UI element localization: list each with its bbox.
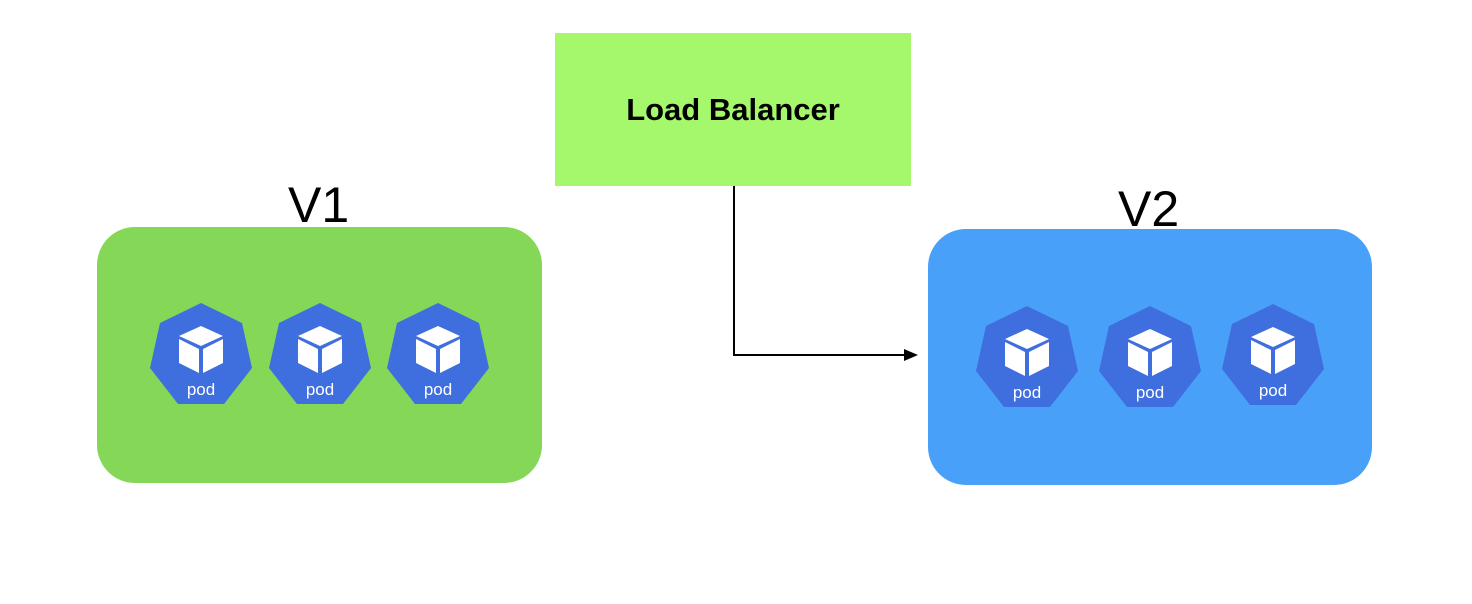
v2-label: V2 <box>1118 181 1180 237</box>
v1-pod-3: pod <box>383 300 493 410</box>
pod-cube-icon <box>976 306 1078 407</box>
v1-pod-2: pod <box>265 300 375 410</box>
connector-line <box>733 186 906 356</box>
v2-pod-1: pod <box>972 303 1082 413</box>
v2-pod-2: pod <box>1095 303 1205 413</box>
pod-label: pod <box>186 380 216 399</box>
pod-label: pod <box>423 380 453 399</box>
pod-cube-icon <box>387 303 489 404</box>
pod-label: pod <box>305 380 335 399</box>
pod-cube-icon <box>150 303 252 404</box>
pod-cube-icon <box>269 303 371 404</box>
pod-cube-icon <box>1099 306 1201 407</box>
v2-group-box: pod pod pod <box>928 229 1372 485</box>
load-balancer-label: Load Balancer <box>626 91 840 127</box>
load-balancer-box: Load Balancer <box>555 33 911 186</box>
pod-label: pod <box>1258 381 1288 400</box>
pod-label: pod <box>1135 383 1165 402</box>
v1-group-box: pod pod pod <box>97 227 542 483</box>
pod-label: pod <box>1012 383 1042 402</box>
v1-label: V1 <box>288 177 350 233</box>
v1-pod-1: pod <box>146 300 256 410</box>
arrowhead-icon <box>904 349 918 361</box>
pod-cube-icon <box>1222 304 1324 405</box>
v2-pod-3: pod <box>1218 301 1328 411</box>
